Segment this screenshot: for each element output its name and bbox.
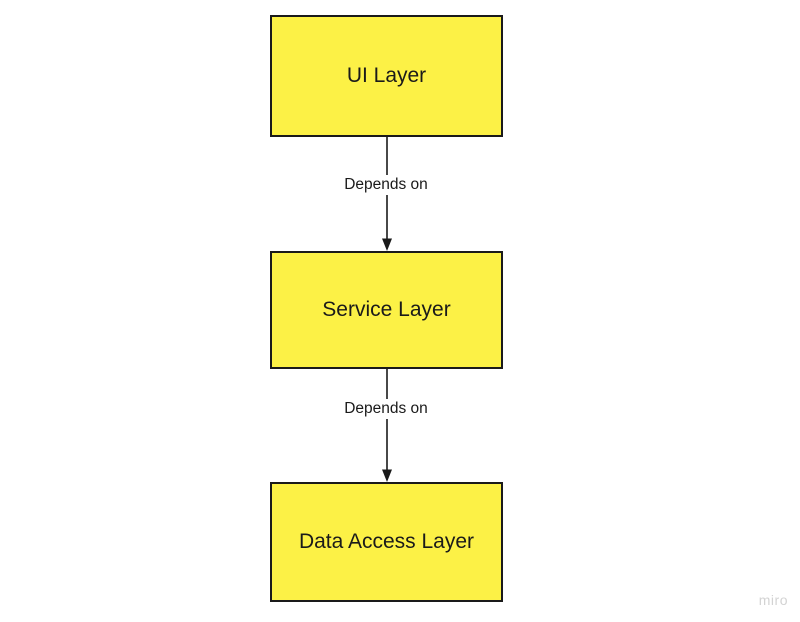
arrow-service-to-data[interactable] [382, 369, 392, 482]
edge-label-service-to-data[interactable]: Depends on [339, 399, 433, 419]
node-data-access-layer[interactable]: Data Access Layer [270, 482, 503, 602]
node-service-layer[interactable]: Service Layer [270, 251, 503, 369]
node-ui-layer-label: UI Layer [346, 64, 427, 88]
node-ui-layer[interactable]: UI Layer [270, 15, 503, 137]
arrowhead-icon [382, 469, 392, 482]
node-service-layer-label: Service Layer [322, 298, 451, 322]
arrowhead-icon [382, 238, 392, 251]
node-data-access-layer-label: Data Access Layer [298, 530, 475, 554]
miro-watermark: miro [758, 592, 788, 608]
edge-label-ui-to-service[interactable]: Depends on [339, 175, 433, 195]
